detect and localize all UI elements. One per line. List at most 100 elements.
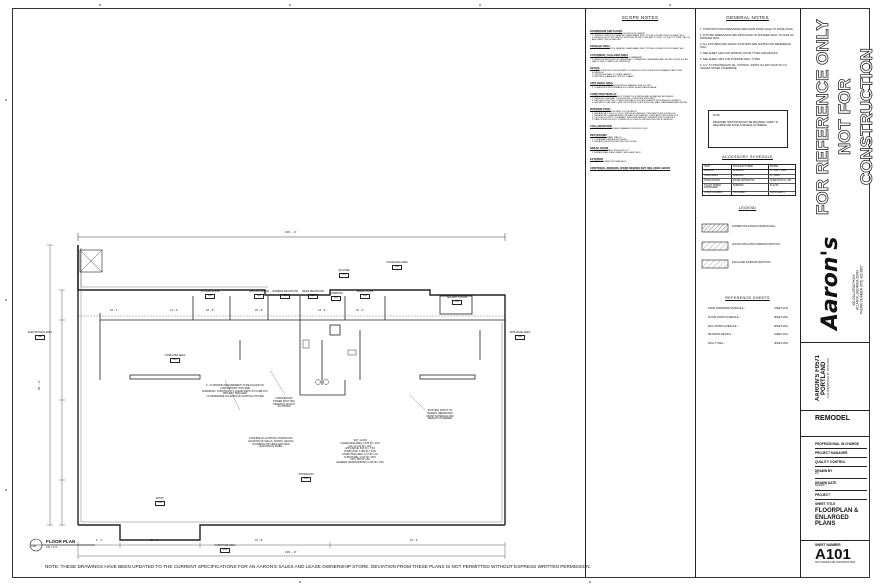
scope-heading: COLLABORATOR (590, 125, 612, 128)
reference-sheet-link[interactable]: SHEET A510 (773, 342, 788, 346)
room-number: 115 (452, 299, 462, 305)
room-name: SHOWROOM (298, 473, 314, 476)
reference-sheet-link[interactable]: SHEET A601 (773, 324, 788, 328)
room-number: 112 (308, 293, 318, 299)
room-tag: ENTRY 100 (150, 497, 170, 506)
note-line: 4' –0" MINIMUM REQUIREMENT TO BE PLACED … (206, 384, 264, 390)
room-tag: COMPUTER AREA 107 (160, 354, 190, 363)
room-number: 114 (392, 264, 402, 270)
plan-note: 4' –0" MINIMUM REQUIREMENT TO BE PLACED … (200, 384, 270, 399)
sheet-title-label: SHEET TITLE (815, 502, 836, 506)
scope-item: 2. REPAIR WALLS AND PAINT, SEE SHEET A-2… (592, 152, 641, 154)
overall-dim-bottom: 130' – 0" (283, 550, 299, 555)
col-manufacturer: MANUFACTURER (731, 165, 768, 169)
stamp-text: FOR REFERENCE ONLY NOT FOR CONSTRUCTION (812, 12, 878, 222)
room-name: BREAK ROOM (356, 290, 374, 293)
sheet-title: FLOORPLAN & ENLARGED PLANS (815, 508, 859, 528)
reference-sheet-link[interactable]: SHEET A511 (774, 333, 788, 337)
scope-heading: SIGNAGE AREA (590, 45, 610, 48)
room-name: COMPUTER AREA (164, 354, 186, 357)
room-tag: SHOWROOM 101 (290, 473, 322, 482)
titleblock-field: PROJECT MANAGER (815, 449, 867, 458)
field-value: 10/6/2017 (815, 483, 826, 487)
scope-heading: BREAK ROOM (590, 147, 609, 150)
col-model: MODEL (768, 165, 795, 169)
scope-item: 2. REMOVE RECEIVED IN CASHWRAP. OTHERWIS… (592, 59, 689, 63)
cell: B – 5806 (768, 174, 795, 179)
room-number: 106 (254, 293, 264, 299)
reference-sheets-title: REFERENCE SHEETS (725, 296, 770, 300)
note-line: CPO: 456 SF | 4% (350, 458, 370, 462)
cell: B – 165 – 1824 (768, 169, 795, 174)
note-line: APPLIANCE: 830 SF | 7.5% (345, 447, 375, 451)
bottom-segment-dim: 4' – 1" (96, 539, 103, 542)
cell: GRAB BARS (704, 174, 718, 178)
room-name: CLOSING ROOM (200, 290, 220, 293)
address-line: PHONE NUMBER (678) 402-3667 (859, 265, 864, 315)
scope-item: 1. PATCH AND PAINT WALLS (592, 137, 622, 139)
plan-scale: 1/8" = 1'-0" (46, 546, 58, 549)
accessory-schedule-title: ACCESSORY SCHEDULE (722, 155, 773, 159)
note-line: EXISTING SOFFIT TO REMAIN. REPAIR PER FI… (426, 409, 454, 421)
field-label: PROJECT MANAGER (815, 451, 848, 455)
note-box-body: RECESSED HAND DRYER MAY BE REQUIRED. VER… (713, 120, 779, 127)
legend-title: LEGEND (738, 206, 757, 210)
accessory-row: MIRROR BOBRICK B – 165 – 1824 (703, 169, 795, 175)
scope-item: 3. REPAINT ALL MAIN BATHROOM WALLS AS NE… (592, 115, 679, 117)
accessory-row: TOILET PAPER DISPENSER BOBRICK B–2740 (703, 184, 795, 192)
reference-row: FLOOR FINISH SCHEDULE – SHEET A601 (708, 315, 788, 320)
room-name: CORRIDOR (329, 292, 343, 295)
top-segment-dim: 20' – 8" (255, 309, 263, 312)
floor-plan-drawing (29, 233, 506, 559)
room-name: MENS RESTROOM (302, 290, 324, 293)
scope-item: 2. CLEAN AND REPAIR FIXTURES (592, 139, 627, 141)
scope-section: INTERIOR PAINT 1. REPAINT SITE WITH NEW … (590, 108, 690, 121)
scope-heading: SHOWROOM AND FLOOR (590, 30, 623, 33)
col-item: ITEM (704, 164, 710, 168)
titleblock-field: DRAWN BY JW (815, 467, 867, 479)
cell: BOBRICK (731, 184, 768, 191)
divider (800, 436, 870, 437)
room-tag: ELECTRONICS AREA 108 (24, 331, 56, 340)
scope-item: 3. REPLACE DAMAGED OFFICE CHAIRS (592, 76, 634, 78)
reference-sheet-link[interactable]: SHEET A601 (773, 315, 788, 319)
plan-title: FLOOR PLAN (46, 539, 76, 544)
bottom-segment-dim: 12' – 6" (150, 539, 158, 542)
scope-section: ADDITIONAL REMODEL WORK NEEDED NOT INCLU… (590, 167, 690, 172)
reference-row: WALL FINISH SCHEDULE – SHEET A601 (708, 324, 788, 329)
scope-heading: EXTERIOR (590, 158, 604, 161)
scope-notes-title: SCOPE NOTES (621, 15, 659, 20)
field-label: QUALITY CONTROL (815, 460, 846, 464)
note-line: GENERAL MERCHANDISE: 2,319 SF | 19% (336, 461, 384, 465)
room-number: 107 (170, 357, 180, 363)
room-name: CLEARANCE AREA (386, 261, 408, 264)
cell: B–2740 (768, 184, 795, 191)
room-number: 111 (280, 293, 290, 299)
cell: BOBRICK (731, 174, 768, 179)
sheet-border (12, 8, 870, 578)
cell: HAND DRYER (704, 178, 720, 182)
plan-note: EXISTING SOFFIT TO REMAIN. REPAIR PER FI… (425, 409, 455, 421)
room-tag: MENS RESTROOM 112 (300, 290, 326, 299)
reference-sheet-link[interactable]: SHEET A110 (774, 307, 788, 310)
note-line: SQT: 11,048 (353, 439, 367, 442)
titleblock-field: DRAWN DATE 10/6/2017 (815, 479, 867, 491)
scope-section: RESTROOMS 1. PATCH AND PAINT WALLS 2. CL… (590, 134, 690, 143)
scope-section: BREAK ROOM 1. CLEAN AND WALL EXISTING UC… (590, 147, 690, 154)
reference-label: WALL FINISH SCHEDULE – (708, 324, 739, 328)
field-value: JW (815, 472, 819, 475)
reference-label: DOOR HARDWARE SCHEDULE – (708, 307, 746, 310)
company-address: 400 GALLERIA PKWY ATLANTA, GEORGIA 30339… (852, 245, 864, 335)
divider (800, 8, 801, 578)
divider (585, 8, 586, 578)
top-segment-dim: 24' – 1" (110, 309, 118, 312)
room-number: 103 (205, 293, 215, 299)
general-note: 2. FIXTURE DIMENSIONS ARE FROM FACE OF F… (700, 34, 794, 40)
scope-section: SHOWROOM AND FLOOR 1. PROFESSIONALLY CLE… (590, 30, 690, 41)
scope-heading: INTERIOR PAINT (590, 108, 611, 111)
plan-bubble-sheet: A101 (31, 545, 37, 548)
scope-item: 3. REPLACE EXISTING COMPUTER WALL FIXTUR… (592, 100, 681, 102)
room-tag: OAK/CAN OFFICE 106 (246, 290, 272, 299)
room-name: Q/A ZONE (338, 269, 350, 272)
